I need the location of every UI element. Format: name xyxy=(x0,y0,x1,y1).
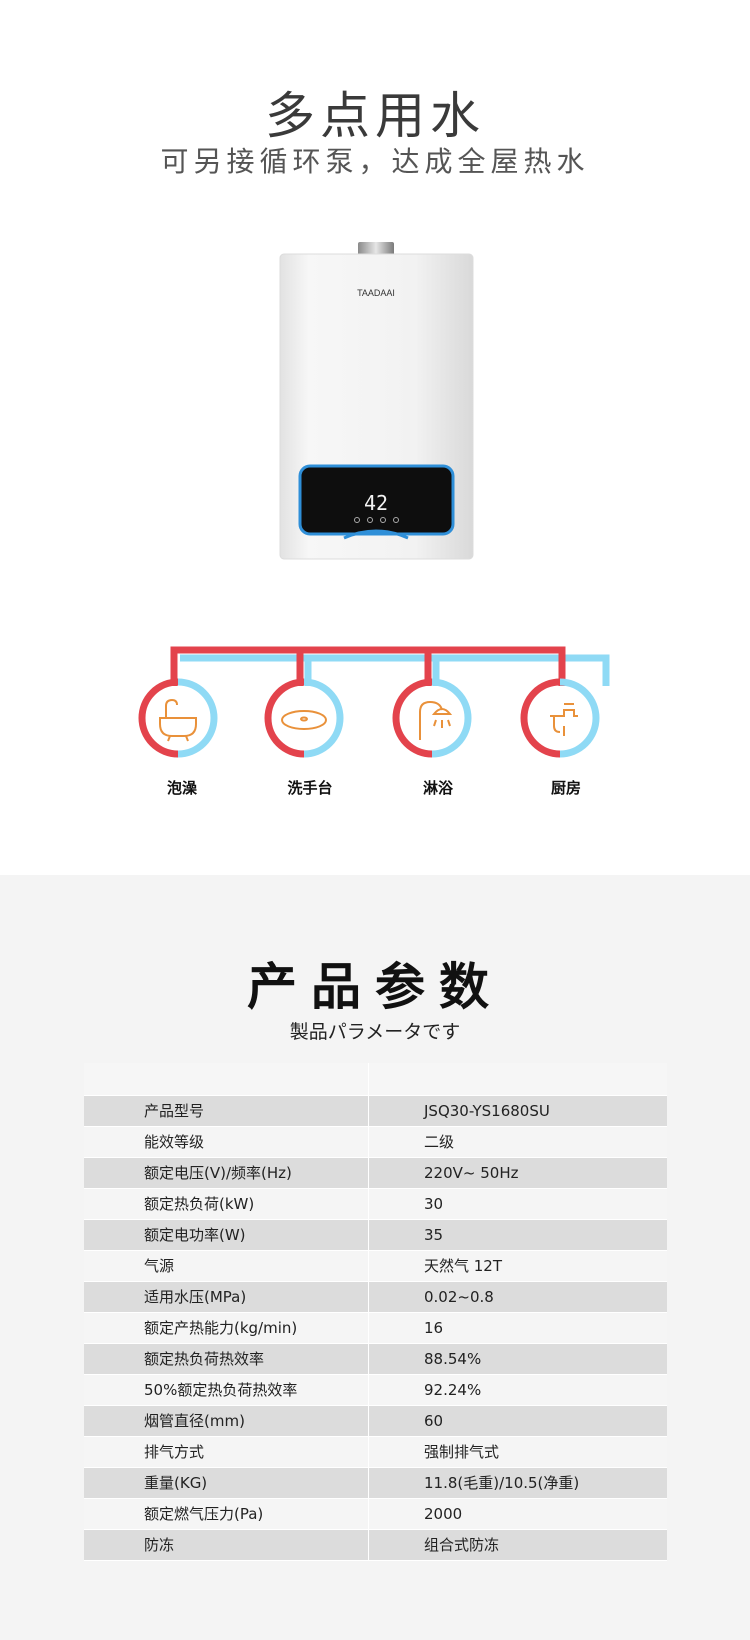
table-row: 50%额定热负荷热效率 92.24% xyxy=(84,1375,667,1406)
panel-accent xyxy=(343,529,409,540)
table-row: 重量(KG) 11.8(毛重)/10.5(净重) xyxy=(84,1468,667,1499)
use-point-kitchen xyxy=(520,678,600,758)
product-params-section: 产品参数 製品パラメータです 产品型号 JSQ30-YS1680SU 能效等级 二级额… xyxy=(0,875,750,1640)
spec-value: 强制排气式 xyxy=(424,1443,500,1461)
table-row: 适用水压(MPa) 0.02~0.8 xyxy=(84,1282,667,1313)
spec-value: 88.54% xyxy=(424,1350,482,1368)
spec-value: 二级 xyxy=(424,1133,455,1151)
temperature-display: 42 xyxy=(364,491,388,515)
table-row: 额定燃气压力(Pa) 2000 xyxy=(84,1499,667,1530)
water-heater-image: TAADAAI 42 xyxy=(279,242,474,560)
table-row: 额定热负荷热效率 88.54% xyxy=(84,1344,667,1375)
spec-label: 额定电功率(W) xyxy=(84,1220,369,1250)
spec-label: 额定热负荷热效率 xyxy=(84,1344,369,1374)
use-label-washbasin: 洗手台 xyxy=(287,779,333,797)
shower-icon xyxy=(419,700,453,740)
washbasin-icon xyxy=(281,710,327,730)
panel-button-icon xyxy=(354,517,360,523)
spec-label: 重量(KG) xyxy=(84,1468,369,1498)
spec-value: 16 xyxy=(424,1319,444,1337)
use-point-shower xyxy=(392,678,472,758)
spec-label: 适用水压(MPa) xyxy=(84,1282,369,1312)
panel-button-icon xyxy=(393,517,399,523)
kitchen-faucet-icon xyxy=(550,703,578,736)
spec-label: 防冻 xyxy=(84,1530,369,1560)
spec-table-header xyxy=(84,1063,667,1096)
use-label-bath: 泡澡 xyxy=(166,779,197,797)
spec-value: 35 xyxy=(424,1226,444,1244)
hero-subtitle: 可另接循环泵，达成全屋热水 xyxy=(160,145,590,178)
table-row: 额定电功率(W) 35 xyxy=(84,1220,667,1251)
spec-label: 能效等级 xyxy=(84,1127,369,1157)
use-label-kitchen: 厨房 xyxy=(550,779,581,797)
use-point-washbasin xyxy=(264,678,344,758)
table-row: 额定产热能力(kg/min) 16 xyxy=(84,1313,667,1344)
spec-value: 11.8(毛重)/10.5(净重) xyxy=(424,1474,580,1492)
table-row: 能效等级 二级 xyxy=(84,1127,667,1158)
spec-label: 排气方式 xyxy=(84,1437,369,1467)
table-row: 排气方式 强制排气式 xyxy=(84,1437,667,1468)
spec-label: 烟管直径(mm) xyxy=(84,1406,369,1436)
hot-water-main-pipe xyxy=(170,646,566,686)
spec-label: 额定电压(V)/频率(Hz) xyxy=(84,1158,369,1188)
spec-table: 产品型号 JSQ30-YS1680SU 能效等级 二级额定电压(V)/频率(Hz) 22… xyxy=(84,1063,667,1561)
spec-value: 220V~ 50Hz xyxy=(424,1164,519,1182)
table-row: 产品型号 JSQ30-YS1680SU xyxy=(84,1096,667,1127)
multi-point-water-section: 多点用水 可另接循环泵，达成全屋热水 TAADAAI 42 xyxy=(138,87,610,797)
spec-value: 30 xyxy=(424,1195,444,1213)
panel-button-icon xyxy=(367,517,373,523)
table-row: 烟管直径(mm) 60 xyxy=(84,1406,667,1437)
spec-header-cell xyxy=(84,1063,369,1095)
spec-label: 气源 xyxy=(84,1251,369,1281)
hero-title: 多点用水 xyxy=(265,87,485,145)
table-row: 额定热负荷(kW) 30 xyxy=(84,1189,667,1220)
spec-header-cell xyxy=(369,1063,667,1095)
cold-water-main-pipe xyxy=(180,654,610,686)
use-label-shower: 淋浴 xyxy=(422,779,453,797)
table-row: 防冻 组合式防冻 xyxy=(84,1530,667,1561)
spec-label: 额定产热能力(kg/min) xyxy=(84,1313,369,1343)
spec-value: JSQ30-YS1680SU xyxy=(424,1102,550,1120)
spec-value: 0.02~0.8 xyxy=(424,1288,494,1306)
water-pipe-diagram xyxy=(138,646,610,758)
brand-logo: TAADAAI xyxy=(357,288,395,298)
spec-label: 产品型号 xyxy=(84,1096,369,1126)
spec-value: 天然气 12T xyxy=(424,1257,503,1275)
bathtub-icon xyxy=(159,698,197,742)
spec-label: 额定燃气压力(Pa) xyxy=(84,1499,369,1529)
spec-value: 组合式防冻 xyxy=(424,1536,500,1554)
table-row: 气源 天然气 12T xyxy=(84,1251,667,1282)
panel-button-icon xyxy=(380,517,386,523)
flue-pipe xyxy=(358,242,394,256)
params-subtitle: 製品パラメータです xyxy=(289,1021,461,1043)
use-point-bath xyxy=(138,678,218,758)
spec-value: 60 xyxy=(424,1412,444,1430)
control-panel xyxy=(298,464,455,536)
spec-rows: 产品型号 JSQ30-YS1680SU 能效等级 二级额定电压(V)/频率(Hz) 22… xyxy=(84,1096,667,1561)
table-row: 额定电压(V)/频率(Hz) 220V~ 50Hz xyxy=(84,1158,667,1189)
spec-label: 50%额定热负荷热效率 xyxy=(84,1375,369,1405)
params-title: 产品参数 xyxy=(247,958,503,1016)
spec-label: 额定热负荷(kW) xyxy=(84,1189,369,1219)
spec-value: 2000 xyxy=(424,1505,463,1523)
spec-value: 92.24% xyxy=(424,1381,482,1399)
